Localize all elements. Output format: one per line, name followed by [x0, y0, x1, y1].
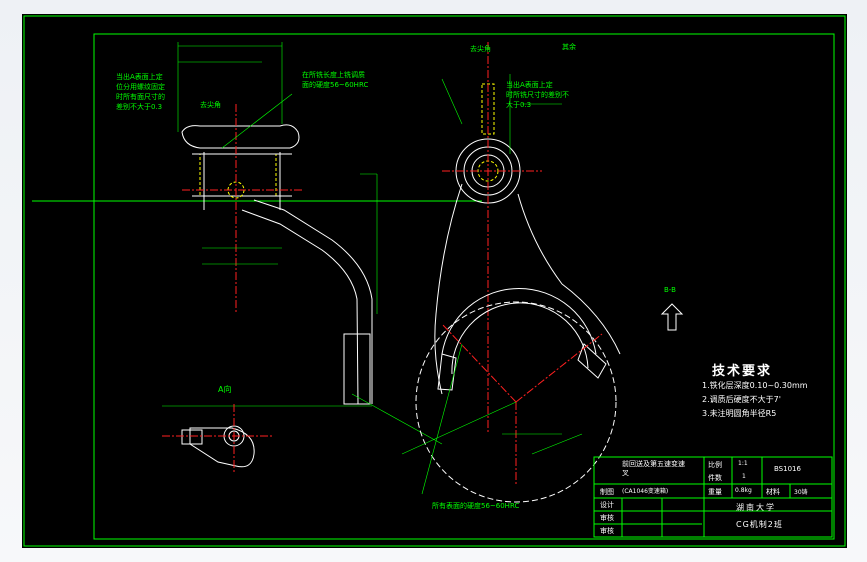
view-a [162, 404, 272, 474]
note-bottom: 所有表面的硬度56~60HRC [432, 502, 520, 510]
section-bb [660, 303, 684, 331]
tech-req-item: 2.调质后硬度不大于7' [702, 395, 781, 404]
count-value: 1 [742, 473, 746, 480]
note-left: 当出A表面上定 位分用螺纹固定 时所有面尺寸的 差别不大于0.3 [116, 73, 165, 111]
view-a-label: A向 [218, 385, 232, 394]
drawing-canvas[interactable]: 技术要求 1.铁化层深度0.10~0.30mm 2.调质后硬度不大于7' 3.未… [22, 14, 847, 548]
designer-label: 设计 [600, 501, 614, 509]
material-value: 30铸 [794, 489, 808, 496]
label-deburr-top: 去尖角 [470, 45, 491, 53]
inner-frame [93, 33, 835, 540]
checker-label: 审核 [600, 514, 614, 522]
drawn-label: 制图 [600, 488, 614, 496]
approver-label: 审核 [600, 527, 614, 535]
view-bb-label: B-B [664, 286, 676, 294]
weight-label: 重量 [708, 488, 722, 496]
tech-req-item: 1.铁化层深度0.10~0.30mm [702, 381, 808, 390]
label-rest: 其余 [562, 43, 576, 51]
title-block-frame [593, 456, 833, 538]
material-label: 材料 [766, 488, 780, 496]
scale-value: 1:1 [738, 460, 748, 467]
tech-req-title: 技术要求 [712, 364, 773, 379]
count-label: 件数 [708, 474, 722, 482]
note-top-right: 当出A表面上定 时所铣尺寸的差别不 大于0.3 [506, 81, 569, 109]
department-name: CG机制2班 [736, 520, 783, 529]
drawing-number: BS1016 [774, 465, 801, 473]
label-deburr: 去尖角 [200, 101, 221, 109]
school-name: 湖南大学 [736, 503, 776, 512]
right-view-fork [401, 42, 621, 503]
outer-frame [23, 15, 846, 547]
left-view-top [162, 42, 443, 445]
weight-value: 0.8kg [735, 487, 752, 494]
scale-label: 比例 [708, 461, 722, 469]
tech-req-item: 3.未注明圆角半径R5 [702, 409, 777, 418]
engineering-drawing [23, 15, 846, 547]
part-name-sub: (CA1046变速箱) [622, 488, 669, 495]
part-name: 前回送及第五速变速 叉 [622, 460, 685, 477]
note-pressure: 在所铣长度上铣调质 面的硬度56~60HRC [302, 71, 369, 89]
